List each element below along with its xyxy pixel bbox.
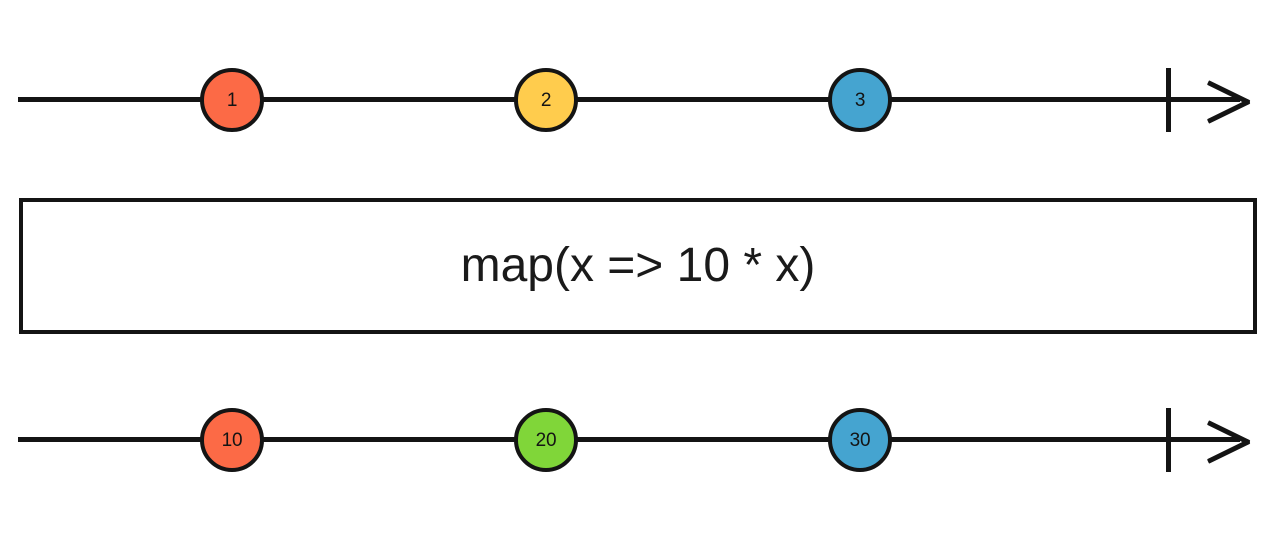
result-arrow-right-icon <box>1206 407 1252 473</box>
source-marble[interactable]: 2 <box>514 68 578 132</box>
source-marble[interactable]: 3 <box>828 68 892 132</box>
arrow-stroke-lower <box>1206 439 1251 464</box>
source-arrow-right-icon <box>1206 67 1252 133</box>
result-marble[interactable]: 20 <box>514 408 578 472</box>
marble-value-label: 10 <box>221 429 243 451</box>
source-complete-bar-icon <box>1166 68 1171 132</box>
marble-value-label: 30 <box>849 429 871 451</box>
result-marble[interactable]: 30 <box>828 408 892 472</box>
operator-label: map(x => 10 * x) <box>460 239 816 292</box>
arrow-stroke-lower <box>1206 99 1251 124</box>
source-timeline-axis <box>18 97 1240 102</box>
source-marble[interactable]: 1 <box>200 68 264 132</box>
operator-box[interactable]: map(x => 10 * x) <box>19 198 1257 334</box>
result-marble[interactable]: 10 <box>200 408 264 472</box>
marble-value-label: 2 <box>540 89 552 111</box>
result-timeline: 10 20 30 <box>0 380 1280 500</box>
marble-value-label: 3 <box>854 89 866 111</box>
marble-value-label: 20 <box>535 429 557 451</box>
source-timeline: 1 2 3 <box>0 40 1280 160</box>
marble-value-label: 1 <box>226 89 238 111</box>
result-complete-bar-icon <box>1166 408 1171 472</box>
result-timeline-axis <box>18 437 1240 442</box>
